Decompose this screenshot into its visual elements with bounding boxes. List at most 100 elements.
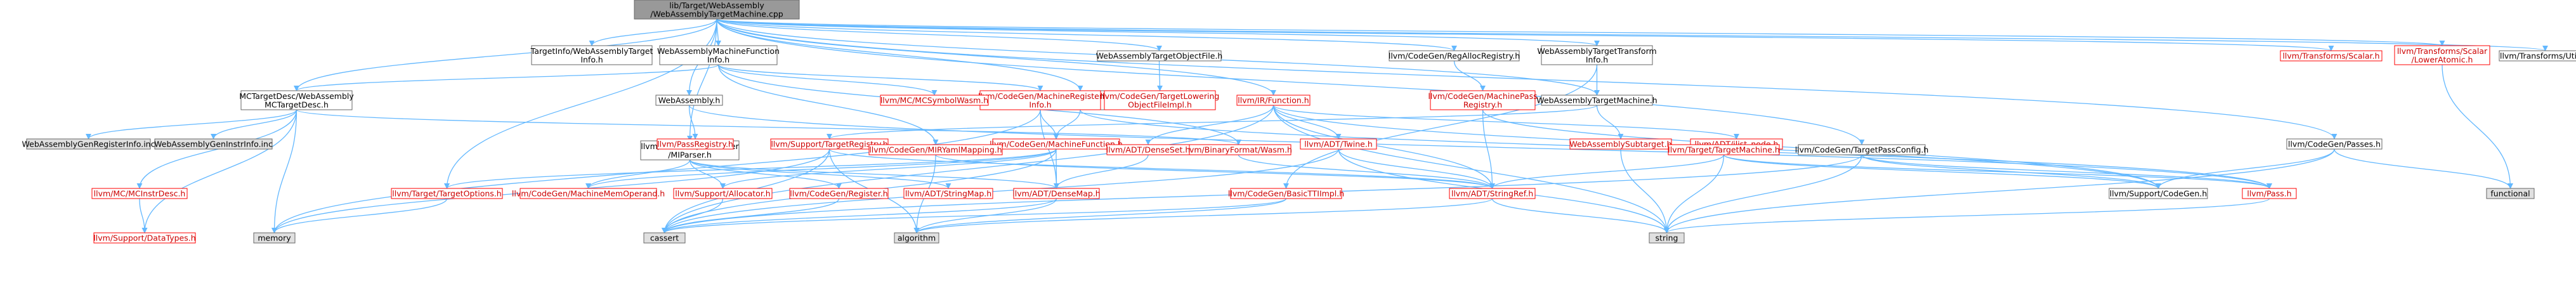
node-label-basicttiimpl-0: llvm/CodeGen/BasicTTIImpl.h [1228,189,1344,199]
node-box-string [1649,232,1685,244]
node-llvmpass[interactable]: llvm/Pass.h [2242,188,2297,199]
node-box-targetoptions [391,188,503,199]
node-label-lowerratomic-1: /LowerAtomic.h [2412,55,2473,64]
node-mcinstrdesc[interactable]: llvm/MC/MCInstrDesc.h [91,188,188,199]
node-adtstringref[interactable]: llvm/ADT/StringRef.h [1449,188,1536,199]
node-label-targetloweringobjfile-1: ObjectFileImpl.h [1128,100,1192,109]
node-codegenregister[interactable]: llvm/CodeGen/Register.h [789,188,889,199]
node-box-wasubtarget [1569,138,1672,150]
node-mcsymbolwasm[interactable]: llvm/MC/MCSymbolWasm.h [880,95,989,106]
node-targetoptions[interactable]: llvm/Target/TargetOptions.h [391,188,503,199]
node-box-targetobjectfile [1097,50,1222,62]
node-box-machinememoperand [520,188,657,199]
node-label-mcinstrdesc-0: llvm/MC/MCInstrDesc.h [94,189,186,199]
node-datatypes[interactable]: llvm/Support/DataTypes.h [93,232,196,244]
node-label-transformsutils-0: llvm/Transforms/Utils.h [2500,51,2576,61]
node-label-root-0: lib/Target/WebAssembly [669,1,764,10]
edge-binaryformatwasm-to-adtstringref [1238,154,1495,189]
node-label-wamachinefunctioninfo-0: WebAssemblyMachineFunction [657,46,780,56]
node-basicttiimpl[interactable]: llvm/CodeGen/BasicTTIImpl.h [1228,188,1344,199]
node-label-adttwine-0: llvm/ADT/Twine.h [1304,140,1373,149]
node-passregistry[interactable]: llvm/PassRegistry.h [657,138,734,150]
node-box-wamachinefunctioninfo [659,45,778,65]
node-box-memory [253,232,296,244]
edge-irfunction-to-densemap_set [1145,105,1274,145]
edge-root-to-targetinfo [589,18,717,46]
edge-adtstringref-to-algorithm [913,198,1493,233]
node-box-regallocregistry [1389,50,1520,62]
node-label-adtstringmap-0: llvm/ADT/StringMap.h [905,189,991,199]
node-targetloweringobjfile[interactable]: llvm/CodeGen/TargetLoweringObjectFileImp… [1101,90,1220,110]
node-geninstrinfo: WebAssemblyGenInstrInfo.inc [154,138,273,150]
dependency-edges [86,18,2548,233]
node-box-targetpassconfig [1798,144,1926,155]
node-targettargetmachine[interactable]: llvm/Target/TargetMachine.h [1668,144,1780,155]
node-adtstringmap[interactable]: llvm/ADT/StringMap.h [903,188,993,199]
node-box-supportallocator [673,188,773,199]
node-box-root [634,0,800,20]
edge-wamachinefunctioninfo-to-mctargetdesc [294,64,719,91]
node-cassert: cassert [643,232,686,244]
edge-irfunction-to-adttwine [1272,105,1342,140]
edge-wamachinefunctioninfo-to-machineregisterinfo [717,64,1043,91]
node-label-memory-0: memory [258,233,291,243]
node-box-geninstrinfo [154,138,273,150]
node-label-machineregisterinfo-1: Info.h [1029,100,1051,109]
edge-targettargetmachine-to-supportcodegen [1723,154,2161,189]
node-label-passregistry-0: llvm/PassRegistry.h [657,140,733,149]
edge-mirparser-to-adtdensemap [689,159,1059,189]
node-transformsscalar[interactable]: llvm/Transforms/Scalar.h [2280,50,2383,62]
node-label-transformsscalar-0: llvm/Transforms/Scalar.h [2282,51,2379,61]
edge-root-to-targetobjectfile [716,18,1162,51]
edge-regallocregistry-to-machinepassregistry [1453,60,1486,91]
node-adtdensemap[interactable]: llvm/ADT/DenseMap.h [1012,188,1101,199]
node-box-machinefunction [992,138,1120,150]
node-label-supporttargetregistry-0: llvm/Support/TargetRegistry.h [771,140,887,149]
node-label-targettargetmachine-0: llvm/Target/TargetMachine.h [1668,145,1780,155]
edge-machinefunction-to-adtdensemap [1053,148,1060,189]
edge-adtstringref-to-string [1491,198,1670,233]
node-lowerratomic[interactable]: llvm/Transforms/Scalar/LowerAtomic.h [2394,45,2490,65]
node-label-geninstrinfo-0: WebAssemblyGenInstrInfo.inc [154,140,273,149]
node-adttwine[interactable]: llvm/ADT/Twine.h [1300,138,1377,150]
node-box-lowerratomic [2394,45,2490,65]
node-targetobjectfile: WebAssemblyTargetObjectFile.h [1096,50,1222,62]
node-wasubtarget[interactable]: WebAssemblySubtarget.h [1569,138,1672,150]
node-box-transformsutils [2499,50,2576,62]
node-densemap_set[interactable]: llvm/ADT/DenseSet.h [1106,144,1191,155]
node-binaryformatwasm[interactable]: llvm/BinaryFormat/Wasm.h [1185,144,1292,155]
edge-codegenpasses-to-string [1664,148,2335,233]
node-machinememoperand[interactable]: llvm/CodeGen/MachineMemOperand.h [512,188,665,199]
edge-machinepassregistry-to-adtstringref [1482,109,1496,189]
node-box-irfunction [1236,95,1311,106]
node-box-functional [2486,188,2535,199]
node-irfunction[interactable]: llvm/IR/Function.h [1236,95,1311,106]
node-label-machinepassregistry-0: llvm/CodeGen/MachinePass [1428,91,1537,101]
node-label-miryamlmapping-0: llvm/CodeGen/MIRYamlMapping.h [869,145,1002,155]
edge-irfunction-to-string [1272,105,1670,233]
node-label-targettransforminfo-0: WebAssemblyTargetTransform [1537,46,1656,56]
node-label-supportcodegen-0: llvm/Support/CodeGen.h [2110,189,2207,199]
node-watargetmachine: WebAssemblyTargetMachine.h [1536,95,1657,106]
node-box-transformsscalar [2280,50,2383,62]
edge-mirparser-to-adtstringmap [689,159,951,189]
node-genreginfo: WebAssemblyGenRegisterInfo.inc [22,138,155,150]
node-label-root-1: /WebAssemblyTargetMachine.cpp [650,9,783,18]
node-label-wasubtarget-0: WebAssemblySubtarget.h [1569,140,1671,149]
edge-codegenregister-to-cassert [662,198,840,233]
node-functional: functional [2486,188,2535,199]
node-box-supportcodegen [2109,188,2208,199]
node-label-lowerratomic-0: llvm/Transforms/Scalar [2397,46,2488,56]
node-supportallocator[interactable]: llvm/Support/Allocator.h [673,188,773,199]
node-box-targettargetmachine [1668,144,1780,155]
edge-webassembly_h-to-llvmpass [688,105,2272,189]
node-miryamlmapping[interactable]: llvm/CodeGen/MIRYamlMapping.h [868,144,1003,155]
node-machinefunction[interactable]: llvm/CodeGen/MachineFunction.h [990,138,1123,150]
edge-machineregisterinfo-to-memory [271,109,1041,233]
node-supporttargetregistry[interactable]: llvm/Support/TargetRegistry.h [770,138,889,150]
